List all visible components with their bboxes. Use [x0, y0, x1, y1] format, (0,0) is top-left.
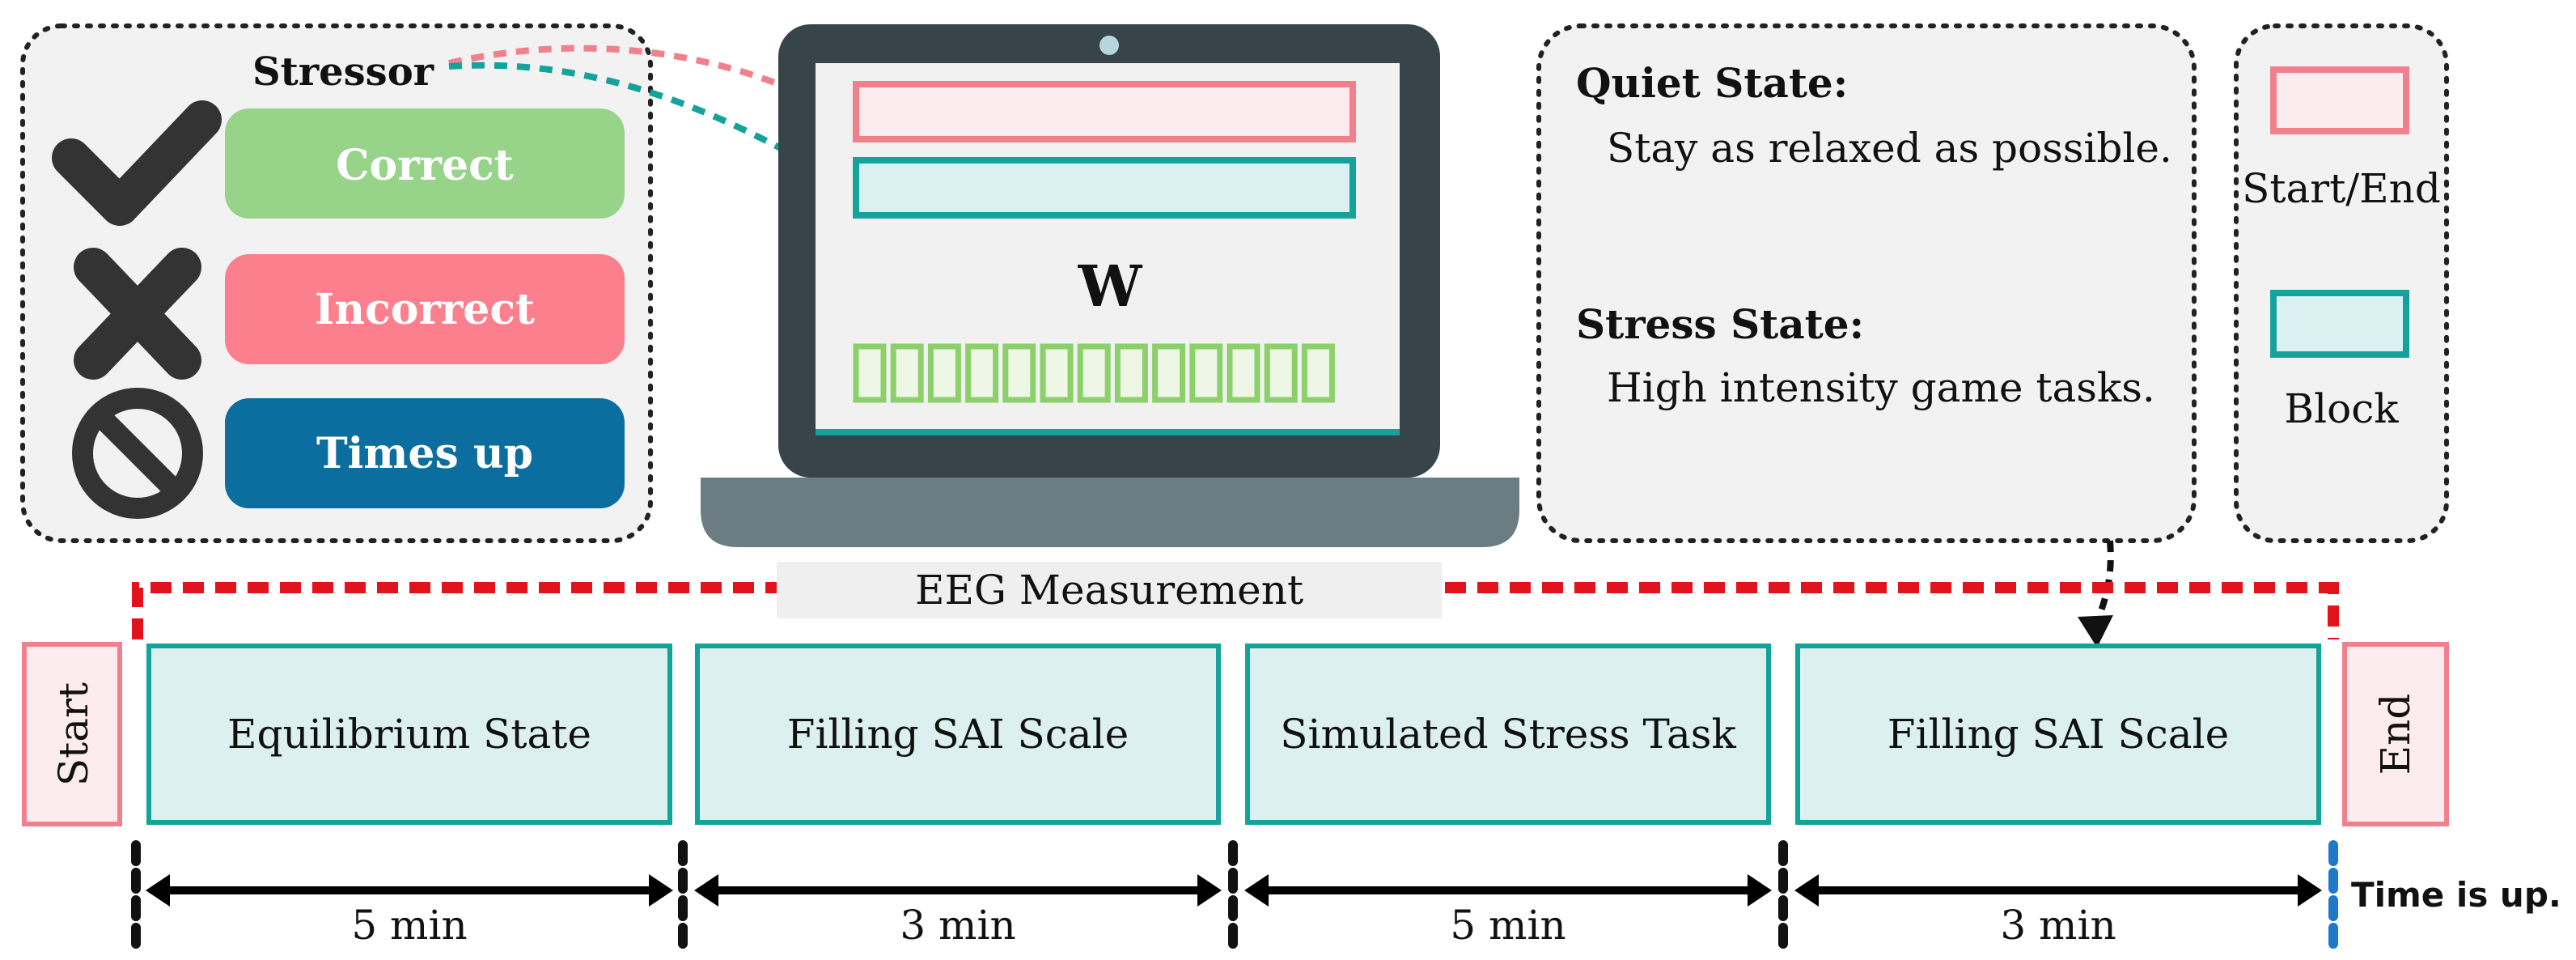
stressor-panel: Stressor Correct Incorrect Times up	[20, 23, 653, 543]
block-equilibrium: Equilibrium State	[146, 644, 672, 825]
time-is-up-note: Time is up.	[2351, 875, 2561, 915]
duration-label: 5 min	[351, 902, 467, 949]
prohibited-icon	[72, 388, 203, 519]
times-up-button-label: Times up	[316, 429, 533, 478]
block-sai-2: Filling SAI Scale	[1795, 644, 2321, 825]
legend-panel: Start/End Block	[2234, 23, 2449, 543]
answer-box	[965, 343, 999, 403]
correct-button[interactable]: Correct	[225, 108, 625, 219]
answer-box	[1189, 343, 1223, 403]
duration-label: 5 min	[1450, 902, 1566, 949]
legend-startend-label: Start/End	[2242, 165, 2441, 212]
block-stress-task: Simulated Stress Task	[1245, 644, 1771, 825]
end-label: End	[2372, 694, 2419, 775]
stressor-title: Stressor	[252, 49, 434, 95]
duration-label: 3 min	[2000, 902, 2116, 949]
answer-box	[1152, 343, 1186, 403]
quiet-state-text: Stay as relaxed as possible.	[1607, 125, 2172, 172]
quiet-state-title: Quiet State:	[1576, 59, 1848, 107]
incorrect-button[interactable]: Incorrect	[225, 254, 625, 364]
stress-state-title: Stress State:	[1576, 300, 1864, 348]
screen-startend-bar	[853, 81, 1356, 142]
laptop-base	[701, 478, 1519, 547]
answer-box	[1114, 343, 1148, 403]
block-label: Filling SAI Scale	[787, 711, 1129, 758]
check-icon	[52, 100, 222, 226]
start-label: Start	[50, 682, 97, 786]
answer-box	[1227, 343, 1260, 403]
eeg-measurement-label: EEG Measurement	[915, 567, 1303, 614]
cross-icon	[74, 248, 201, 380]
block-label: Equilibrium State	[227, 711, 591, 758]
legend-block-swatch	[2270, 290, 2409, 358]
arrowheads	[146, 874, 2322, 907]
duration-label: 3 min	[900, 902, 1015, 949]
camera-icon	[1099, 36, 1119, 55]
answer-box	[890, 343, 924, 403]
answer-box	[927, 343, 961, 403]
legend-block-label: Block	[2284, 385, 2399, 432]
correct-button-label: Correct	[336, 141, 514, 190]
block-sai-1: Filling SAI Scale	[695, 644, 1221, 825]
answer-boxes	[853, 343, 1335, 403]
times-up-button[interactable]: Times up	[225, 398, 625, 508]
answer-box	[1002, 343, 1036, 403]
start-box: Start	[22, 642, 122, 826]
screen-block-bar	[853, 157, 1356, 219]
block-label: Simulated Stress Task	[1280, 711, 1736, 758]
legend-startend-swatch	[2270, 66, 2409, 134]
screen-word: W	[1078, 253, 1143, 320]
answer-box	[1264, 343, 1298, 403]
end-box: End	[2342, 642, 2449, 826]
answer-box	[1077, 343, 1111, 403]
incorrect-button-label: Incorrect	[315, 285, 535, 334]
instructions-panel: Quiet State: Stay as relaxed as possible…	[1536, 23, 2197, 543]
time-markers	[131, 840, 2338, 960]
connector-startend	[448, 45, 851, 121]
block-label: Filling SAI Scale	[1888, 711, 2229, 758]
laptop: W	[701, 24, 1519, 547]
answer-box	[853, 343, 887, 403]
answer-box	[1040, 343, 1074, 403]
stress-state-text: High intensity game tasks.	[1607, 364, 2155, 411]
answer-box	[1301, 343, 1335, 403]
